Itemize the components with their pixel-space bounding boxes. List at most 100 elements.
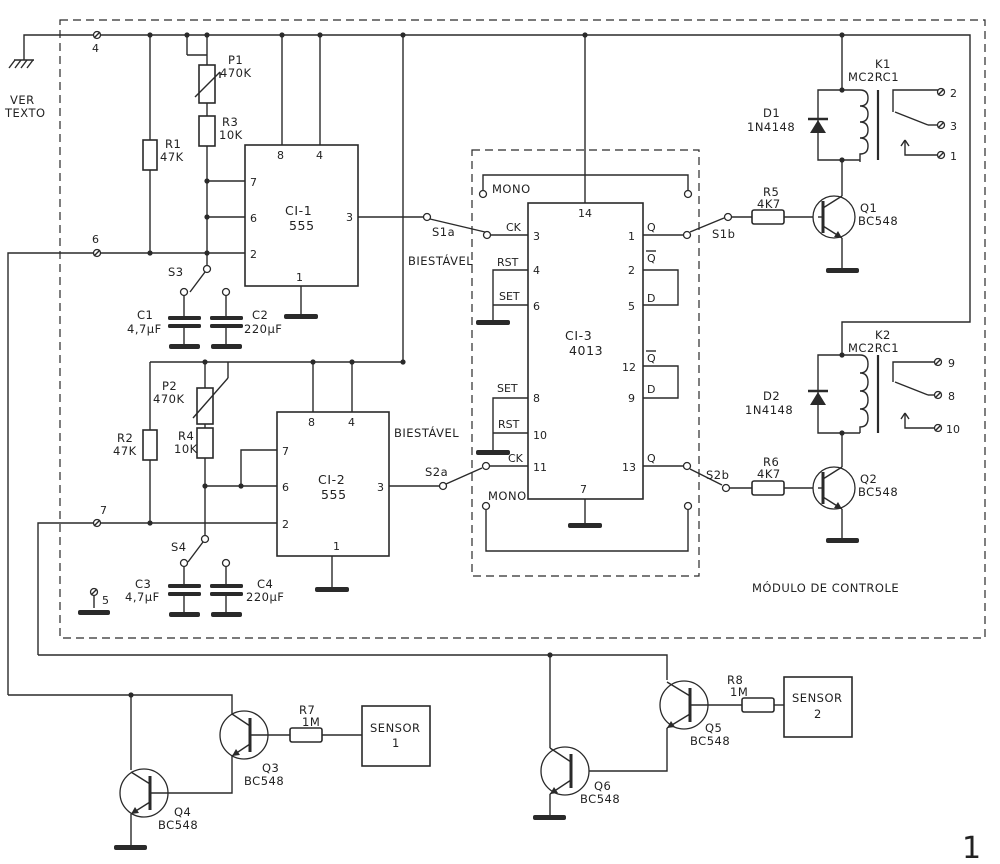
svg-text:7: 7 bbox=[282, 445, 289, 458]
svg-text:SENSOR: SENSOR bbox=[370, 721, 421, 735]
svg-text:8: 8 bbox=[277, 149, 284, 162]
svg-text:6: 6 bbox=[533, 300, 540, 313]
resistor-r6: R6 4K7 bbox=[730, 455, 818, 496]
svg-text:Q6: Q6 bbox=[594, 779, 611, 793]
capacitor-c2: C2 220µF bbox=[210, 296, 282, 349]
svg-text:1: 1 bbox=[950, 150, 957, 163]
ci3-subboard-boundary bbox=[471, 149, 700, 577]
svg-text:470K: 470K bbox=[153, 392, 185, 406]
svg-text:S1b: S1b bbox=[712, 227, 735, 241]
svg-text:R7: R7 bbox=[299, 703, 315, 717]
svg-text:7: 7 bbox=[250, 176, 257, 189]
svg-text:S4: S4 bbox=[171, 540, 187, 554]
svg-text:3: 3 bbox=[950, 120, 957, 133]
svg-text:D: D bbox=[647, 383, 655, 396]
svg-text:470K: 470K bbox=[220, 66, 252, 80]
svg-text:C2: C2 bbox=[252, 308, 268, 322]
svg-text:47K: 47K bbox=[160, 150, 184, 164]
svg-text:8: 8 bbox=[533, 392, 540, 405]
figure-number: 1 bbox=[962, 831, 981, 864]
svg-text:Q: Q bbox=[647, 252, 656, 265]
svg-text:Q: Q bbox=[647, 221, 656, 234]
relay-k2: K2 MC2RC1 9 8 10 bbox=[842, 328, 960, 436]
resistor-r8: R8 1M bbox=[727, 673, 784, 713]
svg-text:6: 6 bbox=[282, 481, 289, 494]
svg-text:2: 2 bbox=[628, 264, 635, 277]
svg-text:5: 5 bbox=[102, 594, 109, 607]
timer-ci2: 8 4 7 6 2 3 1 CI-2 555 bbox=[276, 411, 440, 592]
timer2-supply bbox=[149, 359, 403, 430]
svg-text:C1: C1 bbox=[137, 308, 153, 322]
resistor-r1: R1 47K bbox=[142, 137, 184, 253]
svg-text:4013: 4013 bbox=[569, 343, 603, 358]
terminal-5: 5 bbox=[78, 587, 110, 615]
svg-text:R6: R6 bbox=[763, 455, 779, 469]
svg-text:6: 6 bbox=[250, 212, 257, 225]
svg-text:4K7: 4K7 bbox=[757, 197, 781, 211]
svg-text:MC2RC1: MC2RC1 bbox=[848, 70, 899, 84]
svg-text:555: 555 bbox=[321, 487, 347, 502]
svg-text:8: 8 bbox=[308, 416, 315, 429]
svg-text:BC548: BC548 bbox=[158, 818, 198, 832]
svg-text:1: 1 bbox=[392, 736, 400, 750]
svg-text:10: 10 bbox=[533, 429, 547, 442]
resistor-r5: R5 4K7 bbox=[732, 185, 818, 225]
svg-text:RST: RST bbox=[497, 256, 519, 269]
svg-text:220µF: 220µF bbox=[246, 590, 284, 604]
svg-text:4,7µF: 4,7µF bbox=[125, 590, 160, 604]
svg-text:7: 7 bbox=[580, 483, 587, 496]
sensor2-wiring bbox=[38, 652, 668, 748]
switch-s1b: S1b bbox=[643, 212, 735, 241]
capacitor-c3: C3 4,7µF bbox=[125, 567, 201, 617]
svg-text:1N4148: 1N4148 bbox=[747, 120, 795, 134]
svg-text:Q5: Q5 bbox=[705, 721, 722, 735]
sensor-2: SENSOR 2 bbox=[783, 676, 853, 738]
mono-link-bottom: MONO bbox=[485, 489, 693, 552]
switch-s2b: S2b bbox=[643, 461, 731, 493]
svg-text:Q4: Q4 bbox=[174, 805, 191, 819]
svg-text:9: 9 bbox=[948, 357, 955, 370]
svg-text:4: 4 bbox=[316, 149, 323, 162]
svg-text:3: 3 bbox=[346, 211, 353, 224]
svg-text:D2: D2 bbox=[763, 389, 780, 403]
svg-text:BC548: BC548 bbox=[244, 774, 284, 788]
svg-text:CK: CK bbox=[508, 452, 524, 465]
svg-text:BC548: BC548 bbox=[858, 485, 898, 499]
transistor-q5: Q5 BC548 bbox=[575, 680, 742, 772]
svg-text:MC2RC1: MC2RC1 bbox=[848, 341, 899, 355]
switch-s1a: S1a bbox=[422, 189, 528, 240]
transistor-q6: Q6 BC548 bbox=[533, 746, 620, 820]
svg-text:1: 1 bbox=[296, 271, 303, 284]
potentiometer-p2: P2 470K bbox=[153, 377, 229, 428]
svg-text:1: 1 bbox=[333, 540, 340, 553]
svg-text:BC548: BC548 bbox=[580, 792, 620, 806]
svg-text:2: 2 bbox=[282, 518, 289, 531]
svg-text:9: 9 bbox=[628, 392, 635, 405]
control-module-boundary bbox=[59, 19, 986, 639]
svg-text:4: 4 bbox=[533, 264, 540, 277]
switch-s2a: S2a bbox=[425, 461, 528, 511]
svg-text:CK: CK bbox=[506, 221, 522, 234]
svg-text:R2: R2 bbox=[117, 431, 133, 445]
svg-text:3: 3 bbox=[377, 481, 384, 494]
supply-rail bbox=[23, 32, 971, 365]
resistor-r2: R2 47K bbox=[113, 429, 158, 523]
svg-text:R5: R5 bbox=[763, 185, 779, 199]
terminal-6: 6 bbox=[7, 233, 245, 695]
sensor-1: SENSOR 1 bbox=[361, 705, 431, 767]
svg-text:10: 10 bbox=[946, 423, 960, 436]
svg-text:1M: 1M bbox=[302, 715, 320, 729]
svg-text:10K: 10K bbox=[174, 442, 198, 456]
terminal-4: 4 bbox=[92, 30, 102, 55]
svg-text:1N4148: 1N4148 bbox=[745, 403, 793, 417]
svg-text:220µF: 220µF bbox=[244, 322, 282, 336]
svg-text:2: 2 bbox=[250, 248, 257, 261]
svg-text:K2: K2 bbox=[875, 328, 891, 342]
svg-text:K1: K1 bbox=[875, 57, 891, 71]
svg-text:CI-3: CI-3 bbox=[565, 328, 592, 343]
svg-text:P1: P1 bbox=[228, 53, 243, 67]
svg-text:4K7: 4K7 bbox=[757, 467, 781, 481]
svg-text:CI-1: CI-1 bbox=[285, 203, 312, 218]
svg-text:14: 14 bbox=[578, 207, 592, 220]
